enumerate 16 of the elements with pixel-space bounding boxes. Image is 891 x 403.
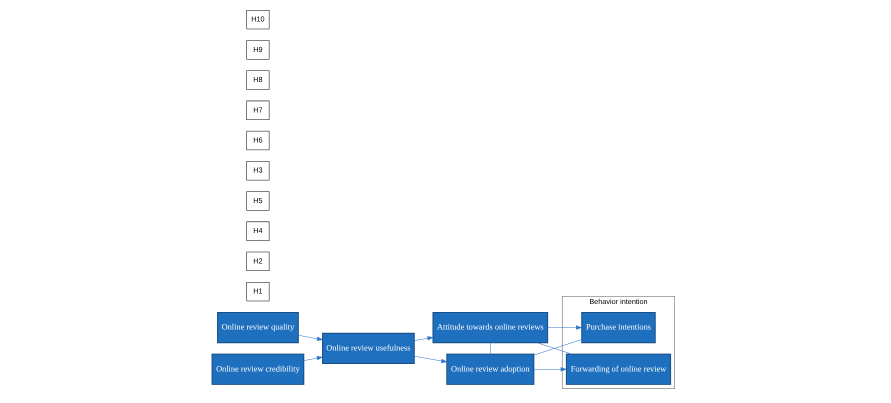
- arrow: [547, 325, 582, 330]
- connector: [490, 342, 491, 354]
- connector: [534, 339, 582, 356]
- arrow: [414, 336, 434, 341]
- node-box: Online review usefulness: [322, 332, 415, 364]
- arrow: [414, 356, 448, 364]
- node-box: Forwarding of online review: [566, 354, 672, 385]
- node-box: Online review adoption: [446, 354, 534, 385]
- connector: [536, 342, 572, 354]
- arrow: [534, 367, 567, 372]
- node-box: Purchase intentions: [581, 312, 656, 344]
- node-box: Attitude towards online reviews: [432, 312, 548, 344]
- node-box: Online review credibility: [212, 354, 304, 385]
- arrow: [298, 334, 324, 341]
- node-box: Online review quality: [217, 312, 299, 344]
- arrow: [304, 356, 324, 361]
